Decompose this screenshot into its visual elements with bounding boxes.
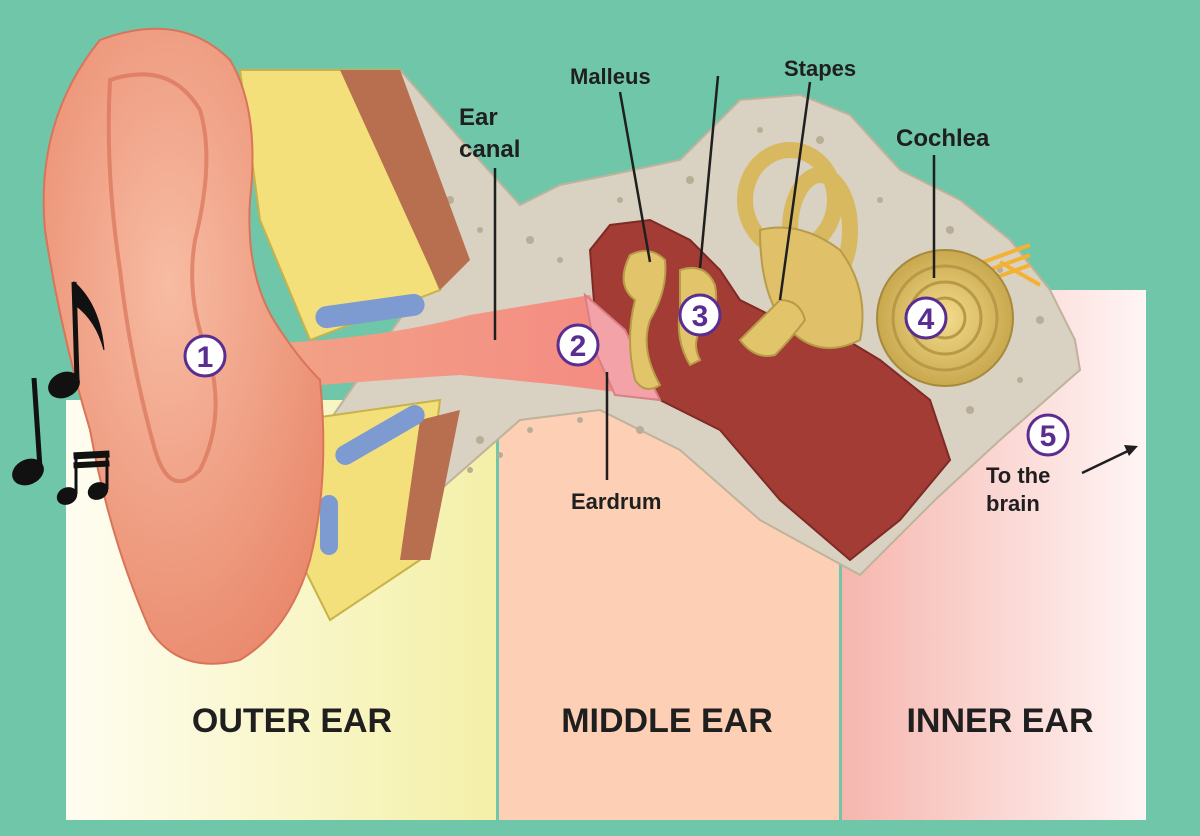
middle-ear-title: MIDDLE EAR xyxy=(561,702,773,740)
inner-ear-title: INNER EAR xyxy=(906,702,1093,740)
stapes-label: Stapes xyxy=(784,56,856,81)
stapes-bone xyxy=(738,298,807,357)
cochlea-label: Cochlea xyxy=(896,125,990,152)
music-notes-icon xyxy=(12,280,110,505)
incus-leader xyxy=(698,75,720,269)
malleus-bone xyxy=(622,250,667,390)
marker-4: 4 xyxy=(904,296,948,340)
blood-vessel-1 xyxy=(315,293,425,329)
eardrum-label: Eardrum xyxy=(571,489,661,514)
blood-vessel-3 xyxy=(320,495,338,555)
svg-text:1: 1 xyxy=(197,341,214,374)
pinna-fold xyxy=(106,72,218,484)
svg-text:2: 2 xyxy=(570,330,587,363)
brain-arrow-line xyxy=(1081,448,1131,475)
brain-arrow-head xyxy=(1124,445,1138,456)
svg-text:4: 4 xyxy=(918,303,935,336)
ear-canal xyxy=(240,295,640,395)
outer-ear-title: OUTER EAR xyxy=(192,702,392,740)
skin-band-upper xyxy=(340,70,470,290)
marker-2: 2 xyxy=(556,323,600,367)
pinna xyxy=(42,27,325,665)
to-brain-label-line1: To the xyxy=(986,463,1050,488)
skin-band-lower xyxy=(400,410,460,560)
marker-5: 5 xyxy=(1026,413,1070,457)
ear-canal-label-line1: Ear xyxy=(459,104,498,131)
blood-vessel-2 xyxy=(335,405,425,465)
ear-canal-label-line2: canal xyxy=(459,136,520,163)
leader-lines xyxy=(493,75,1131,480)
marker-1: 1 xyxy=(183,334,227,378)
to-brain-label-line2: brain xyxy=(986,491,1040,516)
malleus-label: Malleus xyxy=(570,64,651,89)
marker-3: 3 xyxy=(678,293,722,337)
stapes-leader xyxy=(778,81,812,301)
malleus-leader xyxy=(618,91,652,263)
svg-text:3: 3 xyxy=(692,300,709,333)
svg-text:5: 5 xyxy=(1040,420,1057,453)
